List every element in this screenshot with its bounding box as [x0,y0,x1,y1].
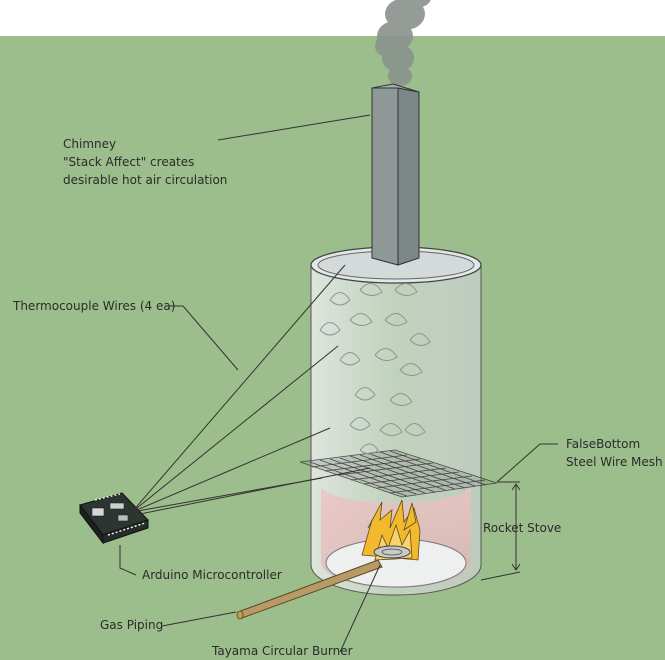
thermocouple-wires [131,264,371,516]
leader-false-bottom [496,443,558,483]
label-false-bottom: FalseBottom Steel Wire Mesh [566,435,663,471]
chimney [371,83,420,266]
label-burner: Tayama Circular Burner [212,644,353,658]
steel-wire-mesh [299,449,498,498]
thermocouple-probes [319,283,431,455]
label-chimney-line3: desirable hot air circulation [63,173,228,187]
label-false-bottom-line2: Steel Wire Mesh [566,455,663,469]
leader-thermocouple [165,305,239,371]
label-arduino: Arduino Microcontroller [142,568,282,582]
label-thermocouple: Thermocouple Wires (4 ea) [13,299,176,313]
label-false-bottom-line1: FalseBottom [566,437,641,451]
smoke [375,0,431,86]
leader-burner [339,564,381,653]
gas-pipe [236,559,383,620]
leader-chimney [217,114,371,141]
leader-gas-piping [161,611,237,627]
label-chimney-line1: Chimney [63,137,117,151]
label-chimney-line2: "Stack Affect" creates [63,155,195,169]
leader-lines [119,114,558,653]
label-chimney: Chimney "Stack Affect" creates desirable… [63,135,227,189]
label-rocket-stove: Rocket Stove [483,521,562,535]
sky [0,0,665,36]
burner [373,545,411,559]
arduino-board [79,492,149,545]
label-gas-piping: Gas Piping [100,618,164,632]
leader-arduino [119,545,137,576]
